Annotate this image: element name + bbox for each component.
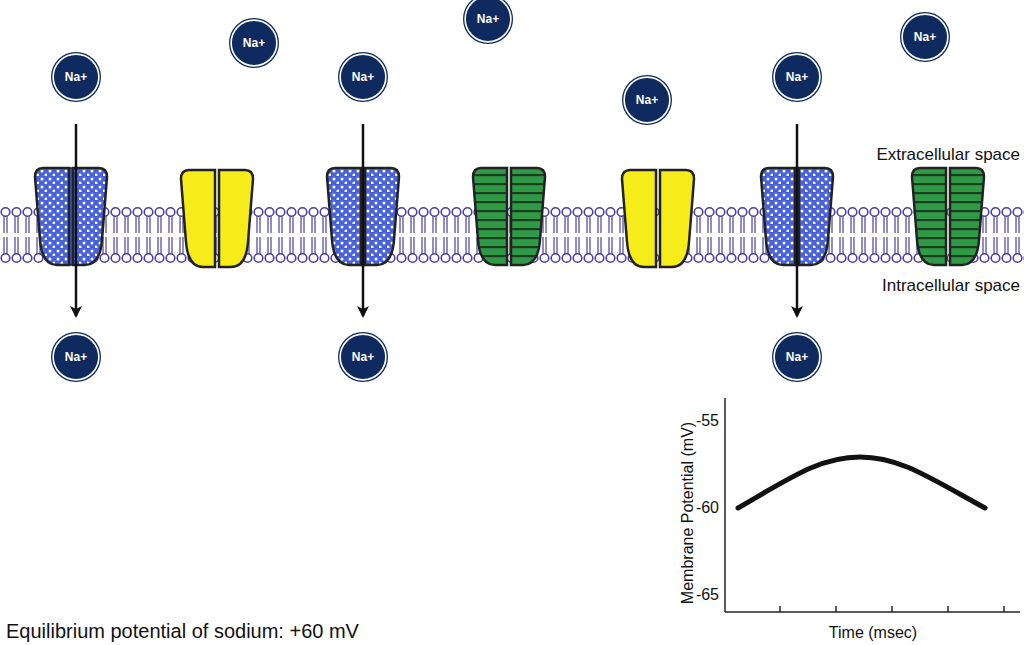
axis-title: Membrane Potential (mV) [679, 422, 697, 604]
tick-label: -60 [696, 499, 719, 517]
sodium-ion: Na+ [622, 75, 672, 125]
ion-label: Na+ [338, 52, 388, 102]
axis-title: Time (msec) [829, 624, 917, 642]
ion-label: Na+ [772, 52, 822, 102]
tick-label: -55 [696, 412, 719, 430]
ion-label: Na+ [51, 52, 101, 102]
note-text: Equilibrium potential of sodium: +60 mV [6, 620, 359, 643]
green-channel [912, 168, 984, 265]
potential-curve [738, 457, 985, 508]
region-label: Extracellular space [876, 145, 1020, 165]
sodium-ion: Na+ [51, 52, 101, 102]
sodium-ion: Na+ [772, 52, 822, 102]
ion-flow-arrow [796, 124, 799, 316]
ion-label: Na+ [229, 18, 279, 68]
sodium-ion: Na+ [338, 332, 388, 382]
ion-label: Na+ [772, 332, 822, 382]
ion-label: Na+ [338, 332, 388, 382]
green-channel [473, 168, 545, 265]
ion-label: Na+ [622, 75, 672, 125]
sodium-ion: Na+ [51, 332, 101, 382]
yellow-channel [622, 170, 694, 267]
ion-label: Na+ [51, 332, 101, 382]
region-label: Intracellular space [882, 276, 1020, 296]
sodium-ion: Na+ [338, 52, 388, 102]
ion-flow-arrow [362, 124, 365, 316]
sodium-channel [35, 168, 107, 265]
graph-axes [725, 398, 1020, 612]
sodium-ion: Na+ [772, 332, 822, 382]
sodium-ion: Na+ [463, 0, 513, 44]
ion-label: Na+ [463, 0, 513, 44]
sodium-ion: Na+ [900, 12, 950, 62]
ion-label: Na+ [900, 12, 950, 62]
ion-flow-arrow [75, 124, 78, 316]
tick-label: -65 [696, 586, 719, 604]
yellow-channel [181, 170, 253, 267]
sodium-ion: Na+ [229, 18, 279, 68]
